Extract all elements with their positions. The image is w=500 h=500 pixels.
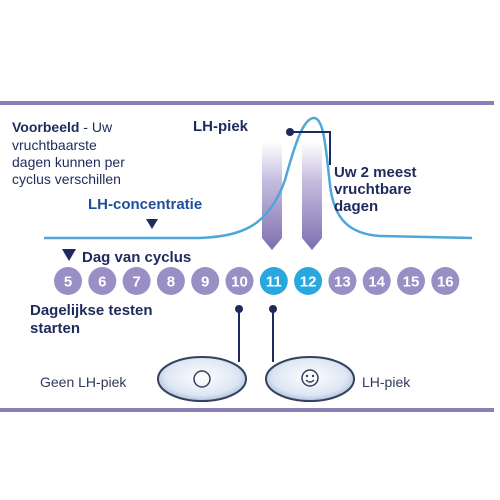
lh-concentration-arrow (146, 219, 158, 229)
cycle-day-circle (191, 267, 220, 295)
no-peak-test-window (157, 356, 247, 402)
lh-concentration-curve (44, 116, 473, 240)
cycle-day-label: Dag van cyclus (82, 249, 191, 266)
cycle-day-circle (156, 267, 185, 295)
cycle-day-row: 5 6 7 8 9 10 11 12 13 14 15 16 (54, 267, 460, 295)
cycle-day-circle (88, 267, 117, 295)
fertile-days-text-line2: vruchtbare (334, 181, 412, 198)
cycle-day-number: 7 (132, 274, 140, 291)
cycle-day-5: 5 (54, 267, 82, 295)
cycle-day-7: 7 (122, 267, 151, 295)
example-text: Voorbeeld - Uw (12, 119, 113, 135)
smiley-face-icon (301, 369, 319, 387)
cycle-day-16: 16 (431, 267, 460, 295)
lh-peak-connector (290, 131, 331, 165)
peak-label: LH-piek (362, 374, 411, 390)
cycle-day-number: 11 (266, 274, 282, 291)
fertile-day-bar-11 (262, 141, 282, 250)
example-text-line2: vruchtbaarste (12, 137, 97, 153)
cycle-day-circle (431, 267, 460, 295)
cycle-day-8: 8 (156, 267, 185, 295)
cycle-day-13: 13 (328, 267, 357, 295)
cycle-day-number: 5 (64, 274, 72, 291)
fertile-days-text: Uw 2 meest (334, 164, 417, 181)
cycle-day-10: 10 (225, 267, 254, 295)
cycle-day-circle (294, 267, 323, 295)
cycle-day-15: 15 (397, 267, 425, 295)
cycle-day-number: 8 (167, 274, 175, 291)
cycle-day-number: 16 (437, 274, 454, 291)
daily-testing-text-line2: starten (30, 320, 80, 337)
cycle-day-number: 6 (98, 274, 106, 291)
cycle-day-circle (362, 267, 391, 295)
daily-testing-text: Dagelijkse testen (30, 302, 153, 319)
cycle-day-12: 12 (294, 267, 323, 295)
cycle-day-circle (54, 267, 82, 295)
cycle-day-number: 12 (300, 274, 317, 291)
cycle-day-14: 14 (362, 267, 391, 295)
fertile-day-bar-12 (302, 141, 322, 250)
cycle-day-6: 6 (88, 267, 117, 295)
cycle-day-number: 13 (334, 274, 351, 291)
cycle-day-11: 11 (259, 267, 288, 295)
peak-test-window (265, 356, 355, 402)
fertile-days-text-line3: dagen (334, 198, 378, 215)
empty-circle-icon (193, 370, 211, 388)
example-text-line4: cyclus verschillen (12, 171, 121, 187)
lh-peak-title: LH-piek (193, 118, 249, 135)
cycle-day-circle (259, 267, 288, 295)
cycle-day-9: 9 (191, 267, 220, 295)
cycle-day-number: 14 (368, 274, 385, 291)
no-peak-label: Geen LH-piek (40, 374, 127, 390)
cycle-day-circle (225, 267, 254, 295)
example-text-line3: dagen kunnen per (12, 154, 125, 170)
cycle-day-circle (397, 267, 425, 295)
cycle-day-number: 10 (231, 274, 248, 291)
cycle-day-arrow (62, 249, 76, 261)
cycle-day-circle (328, 267, 357, 295)
cycle-day-number: 15 (403, 274, 420, 291)
lh-concentration-label: LH-concentratie (88, 196, 202, 213)
cycle-day-circle (122, 267, 151, 295)
cycle-day-number: 9 (201, 274, 209, 291)
